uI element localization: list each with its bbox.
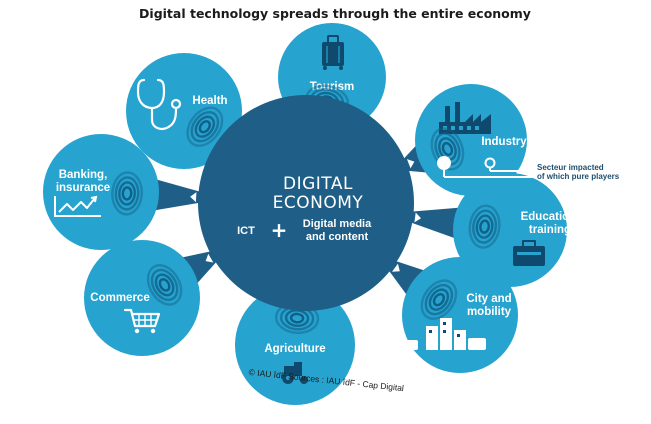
connector-arrow-banking [190, 192, 197, 203]
note-line1: Secteur impacted [537, 163, 604, 172]
ripple-commerce [154, 273, 175, 297]
sector-banking: Banking, insurance [43, 134, 159, 250]
ripple-banking [121, 186, 133, 201]
sector-label: Agriculture [264, 343, 325, 355]
stethoscope-icon [136, 78, 182, 130]
sector-label: Health [192, 95, 227, 107]
digital-economy-hub: DIGITAL ECONOMY ICT + Digital media and … [198, 95, 414, 311]
sector-label: Industry [481, 136, 527, 148]
tractor-icon [282, 362, 308, 384]
ripple-health [194, 115, 216, 138]
connector-education [408, 207, 462, 240]
ripple-industry [441, 141, 454, 156]
sector-health: Health [126, 53, 242, 169]
sector-label: Banking, [59, 169, 108, 181]
connector-arrow-commerce [205, 253, 214, 263]
city-icon [400, 318, 486, 350]
sector-label: mobility [467, 306, 512, 318]
sector-label: insurance [56, 182, 110, 194]
sector-education: Education, training [453, 173, 579, 287]
ripple-banking [111, 171, 143, 216]
sector-circle [126, 53, 242, 169]
ripple-education [472, 209, 498, 244]
pure-players-note: Secteur impacted of which pure players [437, 156, 620, 181]
ripple-industry [430, 127, 465, 171]
ripple-city-mobility [420, 279, 458, 320]
ripple-health [186, 106, 224, 147]
ripple-commerce [146, 264, 183, 306]
sector-circle [84, 240, 200, 356]
sector-circle [235, 285, 355, 405]
hub-ict-label: ICT [237, 225, 255, 237]
suitcase-icon [322, 35, 344, 70]
ripple-city-mobility [428, 288, 450, 311]
hub-media-line1: Digital media [303, 218, 372, 230]
connector-arrow-industry [406, 159, 415, 169]
ripple-education [468, 204, 501, 249]
ripple-banking [118, 181, 136, 206]
hub-title-line2: ECONOMY [273, 193, 364, 213]
sector-label: Education, [521, 211, 580, 223]
ripple-industry [438, 137, 457, 161]
ripple-health [190, 111, 220, 143]
sector-commerce: Commerce [84, 240, 200, 356]
diagram-title: Digital technology spreads through the e… [139, 6, 531, 21]
ripple-city-mobility [424, 283, 454, 316]
ripple-commerce [158, 278, 171, 292]
hub-plus-sign: + [271, 218, 288, 242]
sector-label: City and [466, 293, 511, 305]
ripple-industry [434, 132, 461, 166]
shopping-cart-icon [123, 308, 161, 334]
sector-agriculture: Agriculture [235, 285, 355, 405]
hub-circle [198, 95, 414, 311]
factory-icon [439, 102, 491, 134]
ripple-banking [114, 176, 140, 211]
connector-arrow-education [414, 212, 421, 223]
connector-arrow-city-mobility [392, 263, 400, 272]
sector-circle [43, 134, 159, 250]
sector-label: Commerce [90, 292, 149, 304]
ripple-health [198, 120, 211, 134]
ripple-city-mobility [432, 293, 445, 307]
ripple-education [475, 214, 494, 239]
sector-label: training [529, 224, 571, 236]
hub-title-line1: DIGITAL [283, 174, 353, 194]
note-line2: of which pure players [537, 172, 620, 181]
rising-chart-icon [54, 195, 101, 217]
hub-media-line2: and content [306, 231, 369, 243]
briefcase-icon [513, 240, 545, 266]
connector-banking [152, 178, 203, 211]
ripple-agriculture [289, 312, 305, 324]
ripple-education [479, 219, 491, 234]
sector-city-mobility: City and mobility [400, 257, 518, 373]
ripple-commerce [150, 268, 179, 302]
